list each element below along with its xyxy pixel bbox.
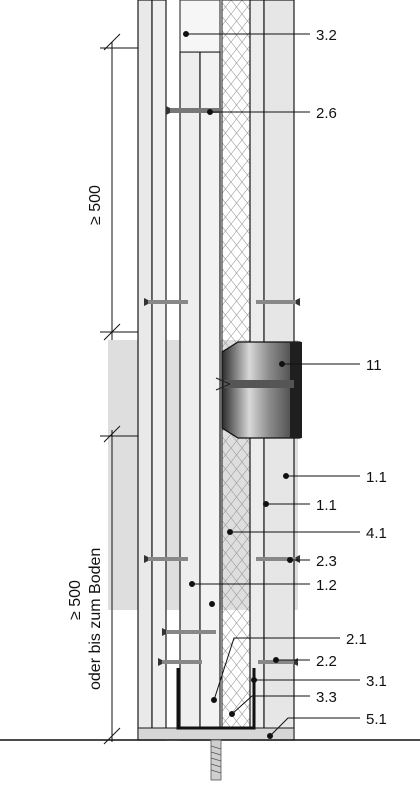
dimension-lower: ≥ 500 [67, 580, 84, 620]
label-1-1-inner: 1.1 [316, 497, 337, 514]
screw-right-2-3 [256, 555, 300, 563]
board-left-outer [137, 0, 153, 741]
board-1-2 [179, 51, 201, 741]
label-3-3: 3.3 [316, 689, 337, 706]
screw-2-6 [166, 106, 222, 115]
dimension-lines [100, 33, 138, 745]
screw-right-mid [256, 298, 300, 306]
dimension-upper: ≥ 500 [87, 185, 104, 225]
screw-left-mid [144, 298, 188, 306]
leaders [183, 31, 360, 739]
label-1-2: 1.2 [316, 577, 337, 594]
label-5-1: 5.1 [366, 711, 387, 728]
screw-left-2-2 [158, 658, 202, 666]
label-3-2: 3.2 [316, 27, 337, 44]
label-11: 11 [366, 357, 382, 374]
floor-anchor [210, 739, 222, 781]
label-2-3: 2.3 [316, 553, 337, 570]
label-2-6: 2.6 [316, 105, 337, 122]
label-2-1: 2.1 [346, 631, 367, 648]
label-4-1: 4.1 [366, 525, 387, 542]
dimension-lower-note: oder bis zum Boden [87, 548, 104, 690]
label-2-2: 2.2 [316, 653, 337, 670]
u-profile-3-1 [176, 668, 256, 730]
screw-left-low [162, 628, 216, 636]
top-block-3-2 [179, 0, 221, 53]
label-1-1-outer: 1.1 [366, 469, 387, 486]
socket-box-11 [215, 341, 302, 439]
label-3-1: 3.1 [366, 673, 387, 690]
screw-left-2-3 [144, 555, 188, 563]
board-2-1 [199, 51, 221, 741]
